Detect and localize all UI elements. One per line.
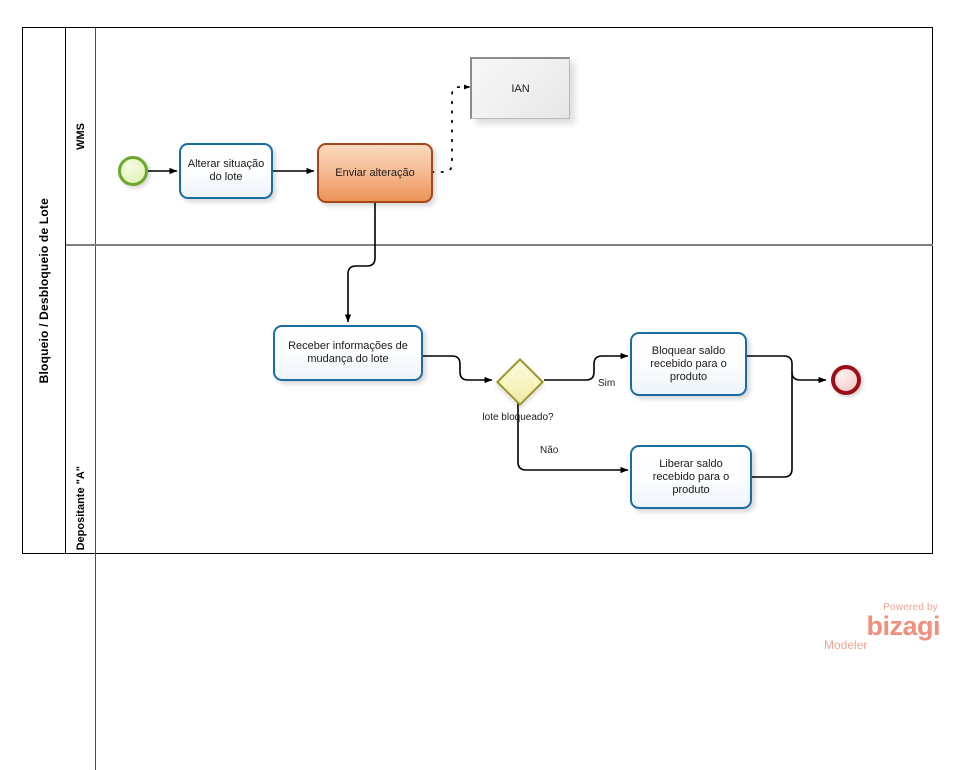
pool-header[interactable]: Bloqueio / Desbloqueio de Lote — [23, 28, 66, 553]
task-label: Alterar situação do lote — [187, 158, 265, 183]
data-object-label: IAN — [511, 82, 530, 95]
task-label: Liberar saldo recebido para o produto — [652, 457, 730, 496]
lane-wms[interactable]: WMS — [66, 28, 933, 244]
lane-depositante[interactable]: Depositante "A" — [66, 244, 933, 770]
lane-header-depositante[interactable]: Depositante "A" — [66, 246, 96, 770]
flow-label-sim: Sim — [598, 378, 616, 389]
task-enviar-alteracao[interactable]: Enviar alteração — [317, 143, 433, 203]
task-label: Bloquear saldo recebido para o produto — [650, 344, 727, 383]
task-bloquear-saldo-recebido-para-o-produto[interactable]: Bloquear saldo recebido para o produto — [630, 332, 747, 396]
start-event[interactable] — [118, 156, 148, 186]
task-label: Receber informações de mudança do lote — [288, 340, 408, 365]
pool-title: Bloqueio / Desbloqueio de Lote — [37, 197, 51, 384]
bizagi-watermark: Powered by bizagi Modeler — [820, 602, 941, 653]
lane-label-wms: WMS — [74, 122, 87, 150]
flow-label-nao: Não — [540, 445, 559, 456]
watermark-powered-by: Powered by — [883, 602, 938, 613]
task-liberar-saldo-recebido-para-o-produto[interactable]: Liberar saldo recebido para o produto — [630, 445, 752, 509]
gateway-lote-bloqueado[interactable] — [495, 357, 545, 407]
lane-label-depositante: Depositante "A" — [74, 465, 87, 551]
watermark-product: Modeler — [824, 638, 868, 652]
task-label: Enviar alteração — [335, 166, 415, 179]
diagram-canvas: Bloqueio / Desbloqueio de Lote WMS Depos… — [22, 27, 941, 770]
gateway-label: lote bloqueado? — [482, 412, 554, 423]
task-receber-informacoes-de-mudanca-do-lote[interactable]: Receber informações de mudança do lote — [273, 325, 423, 381]
task-alterar-situacao-do-lote[interactable]: Alterar situação do lote — [179, 143, 273, 199]
exclusive-gateway-diamond — [495, 357, 545, 407]
watermark-brand: bizagi — [866, 611, 940, 641]
lane-header-wms[interactable]: WMS — [66, 28, 96, 244]
end-event[interactable] — [831, 365, 861, 395]
data-object-ian[interactable]: IAN — [470, 57, 570, 119]
